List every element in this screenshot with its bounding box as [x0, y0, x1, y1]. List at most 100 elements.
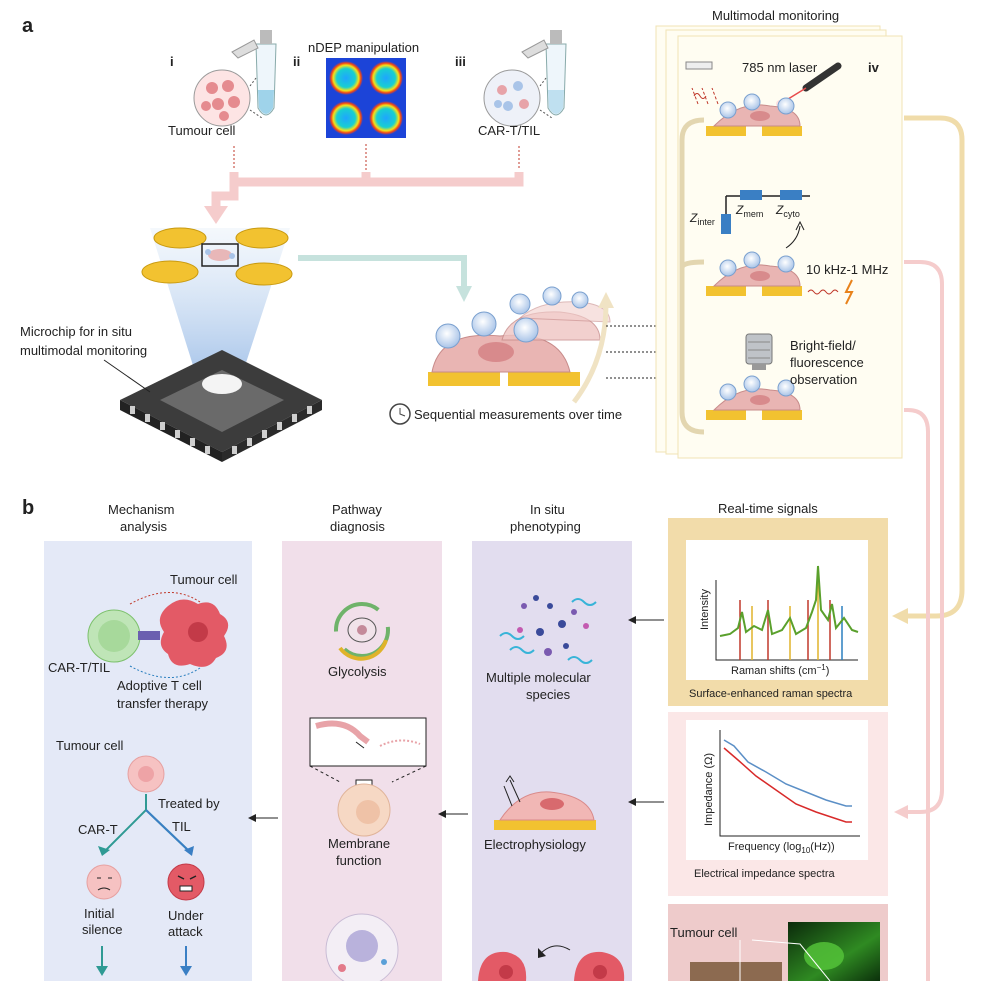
dividing-cells-icon — [478, 945, 625, 981]
electrophysiology-icon — [494, 775, 596, 830]
cell-organelle-icon — [325, 913, 399, 981]
teal-arrow — [298, 255, 467, 290]
ndep-field-map — [326, 58, 406, 138]
z-mem-label: Zmem — [735, 203, 763, 219]
cell-culture-view — [428, 286, 611, 386]
sequential-label: Sequential measurements over time — [414, 407, 622, 422]
z-cyto-label: Zcyto — [775, 203, 800, 219]
mech-cart-label: CAR-T/TIL — [48, 660, 110, 675]
silent-cell-icon — [86, 864, 122, 900]
teal-arrow-head — [456, 286, 472, 302]
til-branch-head — [184, 846, 194, 856]
impedance-connector-head — [894, 805, 908, 819]
adoptive-line1: Adoptive T cell — [117, 678, 202, 693]
multimodal-title: Multimodal monitoring — [712, 8, 839, 23]
fluor-connector — [904, 408, 930, 981]
time-arrow — [572, 303, 609, 404]
impedance-module — [706, 190, 854, 305]
laser-label: 785 nm laser — [742, 60, 818, 75]
step-iv-label: iv — [868, 60, 880, 75]
treated-by-label: Treated by — [158, 796, 220, 811]
bf-label-line3: observation — [790, 372, 857, 387]
microchip-pointer — [103, 359, 151, 393]
brightfield-module — [706, 333, 802, 420]
fluor-pointer — [739, 939, 831, 981]
column-arrow-heads — [248, 616, 636, 822]
til-branch-label: TIL — [172, 819, 191, 834]
raman-axes — [715, 580, 858, 661]
tumour-cell-label-a: Tumour cell — [168, 123, 236, 138]
clock-hands — [399, 408, 406, 417]
col1-header-line1: Mechanism — [108, 502, 174, 517]
fluorescent-cell — [804, 942, 844, 970]
initial-line2: silence — [82, 922, 122, 937]
under-line1: Under — [168, 908, 204, 923]
col4-header: Real-time signals — [718, 501, 818, 516]
column-arrows — [256, 619, 664, 819]
raman-ylabel: Intensity — [699, 589, 711, 630]
col3-header-line1: In situ — [530, 502, 565, 517]
electrode-array — [141, 227, 293, 286]
time-arrow-head — [598, 292, 614, 308]
impedance-caption: Electrical impedance spectra — [694, 868, 836, 880]
glycolysis-icon — [334, 602, 390, 661]
raman-module — [685, 61, 842, 136]
impedance-axes — [719, 730, 860, 837]
merge-arrow — [211, 172, 524, 212]
merge-arrow-head — [204, 206, 228, 224]
adoptive-line2: transfer therapy — [117, 696, 209, 711]
membrane-line1: Membrane — [328, 836, 390, 851]
til-branch — [145, 809, 191, 853]
impedance-red-line — [723, 747, 852, 823]
initial-line1: Initial — [84, 906, 114, 921]
brightfield-image — [690, 962, 782, 981]
panel-b-label: b — [22, 497, 34, 519]
raman-connector — [904, 115, 965, 619]
ndep-title: nDEP manipulation — [308, 40, 419, 55]
membrane-icon — [309, 717, 427, 837]
col1-header-line2: analysis — [120, 519, 167, 534]
phenotyping-column — [472, 541, 632, 981]
microchip-label-line2: multimodal monitoring — [20, 343, 147, 358]
molecular-species-icon — [499, 595, 597, 664]
silent-down-arrow-head — [96, 966, 108, 976]
raman-spectrum-line — [719, 565, 859, 637]
cart-label-a: CAR-T/TIL — [478, 123, 540, 138]
raman-plot-bg — [686, 540, 868, 680]
raman-xlabel: Raman shifts (cm−1) — [731, 663, 829, 677]
raman-caption: Surface-enhanced raman spectra — [689, 688, 853, 700]
frequency-range-label: 10 kHz-1 MHz — [806, 262, 888, 277]
mech-tumour-nucleus — [138, 766, 154, 782]
impedance-blue-line — [723, 739, 852, 807]
attacked-cell-icon — [167, 863, 205, 901]
cart-tumour-interaction — [87, 592, 229, 678]
fluor-tumour-label: Tumour cell — [670, 925, 738, 940]
col2-header-line2: diagnosis — [330, 519, 385, 534]
impedance-ylabel: Impedance (Ω) — [703, 753, 715, 826]
impedance-xlabel: Frequency (log10(Hz)) — [728, 841, 835, 855]
step-ii-label: ii — [293, 54, 300, 69]
step-i-label: i — [170, 54, 174, 69]
cart-branch-head — [98, 846, 110, 856]
sample-dotted-arrows — [233, 144, 520, 170]
tumour-cell-sample — [193, 30, 277, 127]
attack-down-arrow-head — [180, 966, 192, 976]
col3-header-line2: phenotyping — [510, 519, 581, 534]
bf-label-line1: Bright-field/ — [790, 338, 856, 353]
raman-connector-head — [892, 608, 908, 624]
molecular-line2: species — [526, 687, 571, 702]
panel-a-label: a — [22, 15, 34, 37]
molecular-line1: Multiple molecular — [486, 670, 591, 685]
card-bracket — [679, 117, 705, 435]
glycolysis-label: Glycolysis — [328, 664, 387, 679]
cart-sample — [483, 30, 567, 127]
impedance-connector — [904, 260, 944, 814]
card-bracket-mid — [679, 259, 705, 269]
col2-header-line1: Pathway — [332, 502, 382, 517]
microchip — [120, 350, 322, 462]
mech-tumour-label-2: Tumour cell — [56, 738, 124, 753]
microchip-label-line1: Microchip for in situ — [20, 324, 132, 339]
measurement-arrows — [606, 325, 672, 379]
bf-label-line2: fluorescence — [790, 355, 864, 370]
